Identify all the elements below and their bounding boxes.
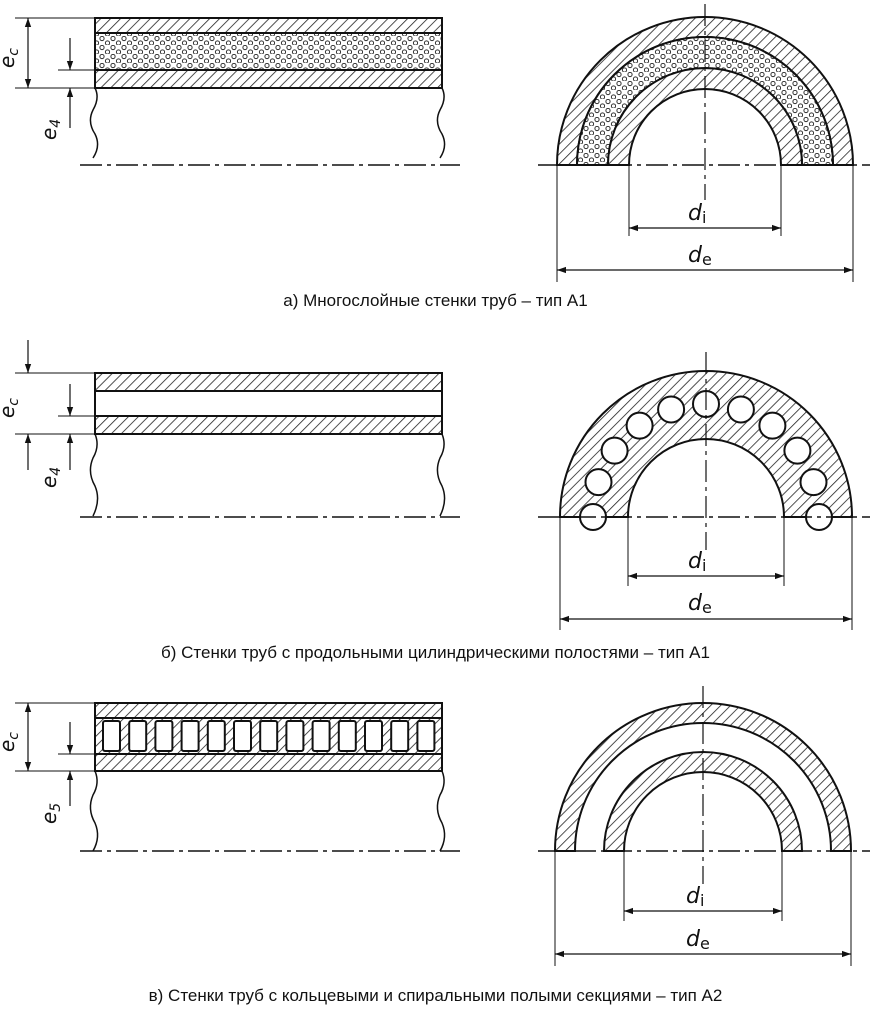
hollow-slot	[233, 720, 252, 752]
cavity-circle	[584, 468, 613, 497]
wall-section-b	[80, 372, 460, 518]
hollow-slot	[259, 720, 279, 752]
label-de-c: de	[686, 927, 710, 953]
label-ec-a: ec	[0, 48, 22, 68]
pipe-cross-section-c: di de	[538, 686, 870, 966]
label-e5-c: e5	[37, 803, 64, 824]
label-ec-b: ec	[0, 398, 22, 418]
cavity-circle	[783, 436, 812, 465]
label-de-b: de	[688, 591, 712, 617]
hollow-slot	[390, 720, 410, 752]
cavity-circle	[758, 411, 787, 440]
hollow-slot	[311, 720, 331, 752]
cavity-circle	[600, 436, 629, 465]
pipe-cross-section-b: di de	[538, 352, 870, 630]
hollow-slot	[128, 720, 148, 752]
wall-section-a	[80, 17, 460, 166]
hollow-slot	[102, 720, 121, 752]
cylindrical-cavities-b	[579, 390, 833, 531]
caption-c: в) Стенки труб с кольцевыми и спиральным…	[148, 986, 723, 1005]
panel-a: ec e4 di de	[0, 4, 870, 282]
pipe-cross-section-a: di de	[538, 4, 870, 282]
label-ec-c: ec	[0, 732, 22, 752]
label-de-a: de	[688, 243, 712, 269]
label-e4-b: e4	[37, 467, 64, 488]
caption-a: а) Многослойные стенки труб – тип А1	[283, 291, 588, 310]
cavity-circle	[625, 411, 654, 440]
hollow-slot	[364, 720, 383, 752]
hollow-slot	[154, 720, 174, 752]
thickness-dimensions-c: ec e5	[0, 702, 95, 824]
panel-c: ec e5 di de	[0, 686, 870, 966]
label-di-a: di	[688, 201, 706, 227]
hollow-slot	[285, 720, 305, 752]
hollow-sections-c	[102, 720, 436, 752]
hollow-slot	[416, 720, 436, 752]
panel-b: ec e4 di de	[0, 340, 870, 630]
hollow-slot	[180, 720, 200, 752]
cavity-circle	[726, 395, 755, 424]
thickness-dimensions-b: ec e4	[0, 340, 95, 488]
wall-section-c	[80, 702, 460, 852]
caption-b: б) Стенки труб с продольными цилиндричес…	[161, 643, 710, 662]
label-di-c: di	[686, 884, 704, 910]
cavity-circle	[799, 468, 828, 497]
label-di-b: di	[688, 549, 706, 575]
hollow-slot	[337, 720, 357, 752]
cavity-circle	[657, 395, 686, 424]
hollow-slot	[206, 720, 226, 752]
label-e4-a: e4	[37, 119, 64, 140]
thickness-dimensions-a: ec e4	[0, 17, 95, 140]
